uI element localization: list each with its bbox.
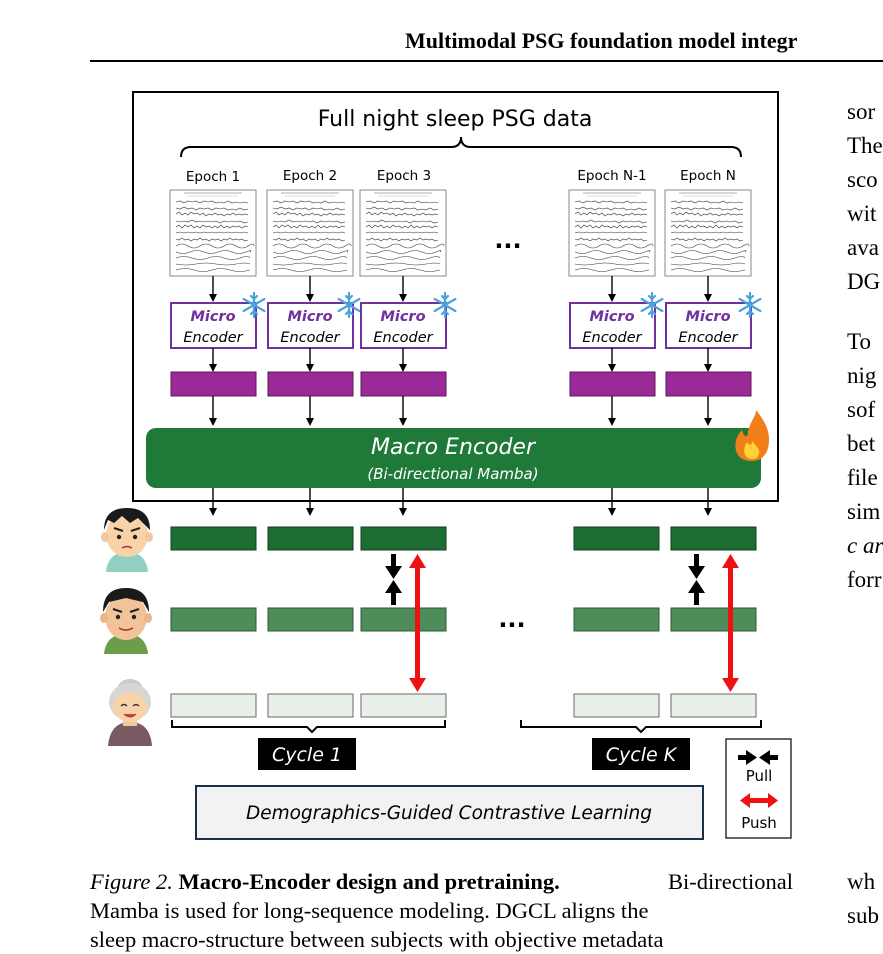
pull-arrows-icon	[385, 554, 705, 605]
figure-caption: Figure 2. Macro-Encoder design and pretr…	[90, 867, 793, 954]
right-col-line: sub	[847, 903, 879, 928]
epoch-label-n: Epoch N	[680, 168, 736, 184]
micro-label: Micro	[589, 309, 634, 325]
macro-encoder-title: Macro Encoder	[371, 435, 537, 460]
dgcl-label: Demographics-Guided Contrastive Learning	[246, 803, 652, 824]
input-arrows	[209, 276, 712, 302]
right-col-line: sor	[847, 99, 876, 124]
box-title: Full night sleep PSG data	[318, 107, 593, 132]
push-legend-icon	[740, 793, 778, 808]
encoder-label: Encoder	[582, 330, 642, 346]
right-col-line: bet	[847, 431, 876, 456]
subject-2-embeddings	[170, 607, 757, 632]
epoch-ellipsis: ...	[494, 226, 521, 254]
right-col-line: The	[847, 133, 883, 158]
right-col-line: To	[847, 329, 871, 354]
subject-1-embeddings	[170, 526, 757, 551]
micro-encoder-1: Micro Encoder	[170, 291, 266, 349]
psg-data-box	[132, 91, 779, 502]
micro-label: Micro	[380, 309, 425, 325]
right-col-line: c ar	[847, 533, 883, 558]
push-arrow-icon	[409, 554, 739, 692]
micro-label: Micro	[685, 309, 730, 325]
epoch-label-n-1: Epoch N-1	[577, 168, 646, 184]
right-col-line: forr	[847, 567, 882, 592]
caption-line1-rest: Bi-directional	[668, 869, 793, 894]
cycle-1-label: Cycle 1	[258, 738, 356, 770]
eeg-thumbnail	[266, 189, 354, 277]
caption-bold: Macro-Encoder design and pretraining.	[178, 869, 560, 894]
micro-encoder-n-1: Micro Encoder	[569, 291, 664, 349]
legend-push: Push	[741, 814, 777, 832]
figure-diagram: Full night sleep PSG data Epoch 1 Epoch …	[100, 91, 792, 840]
micro-encoder-n: Micro Encoder	[665, 291, 762, 349]
legend: Pull Push	[725, 738, 792, 839]
eeg-thumbnail	[169, 189, 257, 277]
cycle-k-label: Cycle K	[592, 738, 690, 770]
dgcl-box: Demographics-Guided Contrastive Learning	[195, 785, 704, 840]
elderly-woman-icon	[108, 679, 152, 746]
svg-text:Cycle 1: Cycle 1	[272, 744, 342, 766]
middle-aged-man-icon	[100, 588, 152, 654]
running-header: Multimodal PSG foundation model integr	[405, 28, 798, 53]
macro-encoder-subtitle: (Bi-directional Mamba)	[367, 465, 538, 483]
legend-pull: Pull	[746, 767, 773, 785]
right-col-line: sof	[847, 397, 876, 422]
embedding-arrows	[209, 396, 712, 426]
young-man-icon	[101, 508, 153, 572]
epoch-embeddings	[170, 371, 752, 397]
encoder-label: Encoder	[678, 330, 738, 346]
encoder-label: Encoder	[183, 330, 243, 346]
header-rule	[90, 60, 883, 62]
micro-output-arrows	[209, 348, 712, 372]
micro-label: Micro	[190, 309, 235, 325]
eeg-thumbnail	[568, 189, 656, 277]
flame-icon	[735, 410, 770, 461]
right-col-line: nig	[847, 363, 877, 388]
caption-line2: Mamba is used for long-sequence modeling…	[90, 898, 649, 923]
macro-output-arrows	[209, 488, 712, 516]
caption-line3: sleep macro-structure between subjects w…	[90, 927, 664, 952]
top-brace	[180, 136, 742, 158]
right-col-line: sim	[847, 499, 881, 524]
right-col-line: wit	[847, 201, 877, 226]
cycle-k-bracket	[520, 720, 762, 734]
right-col-line: file	[847, 465, 878, 490]
encoder-label: Encoder	[280, 330, 340, 346]
epoch-label-2: Epoch 2	[283, 168, 337, 184]
eeg-thumbnail	[664, 189, 752, 277]
micro-encoder-3: Micro Encoder	[360, 291, 457, 349]
pull-legend-icon	[738, 750, 778, 765]
right-col-line: sco	[847, 167, 878, 192]
micro-label: Micro	[287, 309, 332, 325]
svg-text:Cycle K: Cycle K	[606, 744, 678, 766]
eeg-thumbnail	[359, 189, 447, 277]
caption-label: Figure 2.	[90, 869, 173, 894]
right-col-line: wh	[847, 869, 876, 894]
right-col-line: DG	[847, 269, 881, 294]
cycle-1-bracket	[171, 720, 446, 734]
right-col-line: ava	[847, 235, 879, 260]
macro-encoder: Macro Encoder (Bi-directional Mamba)	[146, 428, 761, 488]
epoch-label-3: Epoch 3	[377, 168, 431, 184]
micro-encoder-2: Micro Encoder	[267, 291, 361, 349]
epoch-label-1: Epoch 1	[186, 169, 240, 185]
encoder-label: Encoder	[373, 330, 433, 346]
subject-3-embeddings	[170, 693, 757, 718]
row-ellipsis: ...	[498, 605, 525, 633]
